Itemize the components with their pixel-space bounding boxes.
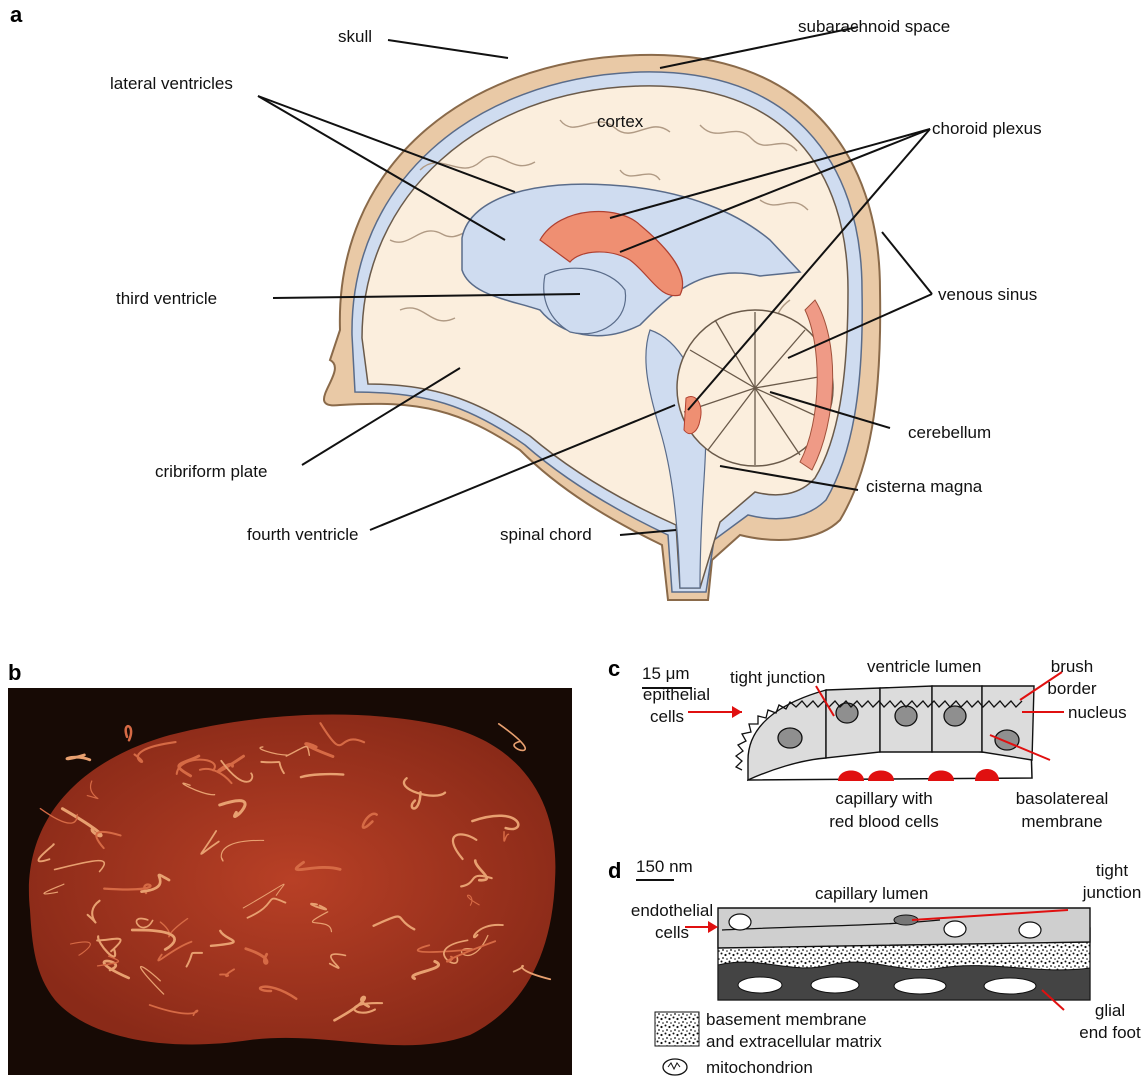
label-skull: skull: [338, 27, 372, 46]
label-tight-d: tight: [1096, 861, 1128, 880]
label-basolateral: basolatereal: [1016, 789, 1109, 808]
label-spinal-chord: spinal chord: [500, 525, 592, 544]
label-cisterna-magna: cisterna magna: [866, 477, 983, 496]
legend-extracellular-matrix: and extracellular matrix: [706, 1032, 882, 1051]
scale-c-text: 15 μm: [642, 664, 690, 683]
label-red-blood-cells: red blood cells: [829, 812, 939, 831]
legend-basement-membrane: basement membrane: [706, 1010, 867, 1029]
endothelium-diagram: [718, 908, 1090, 1000]
label-glial: glial: [1095, 1001, 1125, 1020]
epithelium-diagram: [736, 686, 1034, 781]
legend-mitochondrion: mitochondrion: [706, 1058, 813, 1077]
label-capillary-with: capillary with: [835, 789, 932, 808]
mitochondrion-icon: [663, 1059, 687, 1075]
label-fourth-ventricle: fourth ventricle: [247, 525, 359, 544]
label-cribriform-plate: cribriform plate: [155, 462, 267, 481]
label-border: border: [1047, 679, 1096, 698]
label-nucleus: nucleus: [1068, 703, 1127, 722]
label-endothelial-cells: cells: [655, 923, 689, 942]
label-cortex: cortex: [597, 112, 644, 131]
label-cerebellum: cerebellum: [908, 423, 991, 442]
label-subarachnoid-space: subarachnoid space: [798, 17, 950, 36]
label-epithelial-cells: cells: [650, 707, 684, 726]
label-junction-d: junction: [1082, 883, 1142, 902]
label-capillary-lumen: capillary lumen: [815, 884, 928, 903]
legend: basement membrane and extracellular matr…: [655, 1010, 882, 1077]
label-choroid-plexus: choroid plexus: [932, 119, 1042, 138]
vascular-cast-photo: [8, 688, 572, 1075]
panel-d-label: d: [608, 858, 621, 883]
label-ventricle-lumen: ventricle lumen: [867, 657, 981, 676]
label-brush: brush: [1051, 657, 1094, 676]
legend-matrix-swatch: [655, 1012, 699, 1046]
scale-bar-d: 150 nm: [636, 857, 693, 880]
label-lateral-ventricles: lateral ventricles: [110, 74, 233, 93]
label-basolateral-membrane: membrane: [1021, 812, 1102, 831]
label-venous-sinus: venous sinus: [938, 285, 1037, 304]
panel-b-label: b: [8, 660, 21, 685]
panel-a-label: a: [10, 2, 23, 27]
brain-illustration: [324, 55, 880, 600]
label-endothelial: endothelial: [631, 901, 713, 920]
label-tight-junction-c: tight junction: [730, 668, 825, 687]
label-end-foot: end foot: [1079, 1023, 1141, 1042]
panel-c-label: c: [608, 656, 620, 681]
label-epithelial: epithelial: [643, 685, 710, 704]
label-third-ventricle: third ventricle: [116, 289, 217, 308]
scale-d-text: 150 nm: [636, 857, 693, 876]
